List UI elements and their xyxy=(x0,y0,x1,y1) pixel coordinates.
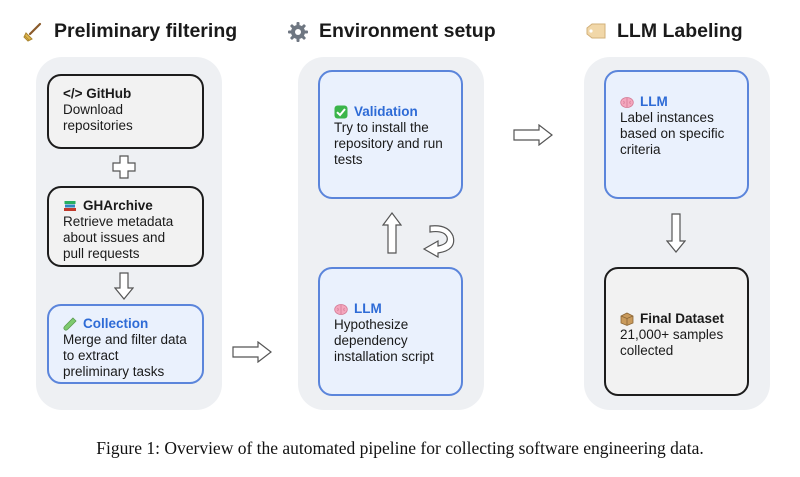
stage-title-text: Preliminary filtering xyxy=(54,20,238,42)
card-title: GHArchive xyxy=(83,198,153,213)
card-github: </> GitHub Download repositories xyxy=(47,74,204,149)
right-arrow-icon xyxy=(232,341,272,363)
card-body: Retrieve metadata about issues and pull … xyxy=(63,214,174,261)
figure-caption: Figure 1: Overview of the automated pipe… xyxy=(96,438,704,458)
down-arrow-icon xyxy=(666,213,686,253)
check-mark-icon xyxy=(334,105,348,119)
stage-title-llm-labeling: LLM Labeling xyxy=(585,20,743,43)
stage-title-preliminary-filtering: Preliminary filtering xyxy=(22,20,237,43)
label-tag-icon xyxy=(586,23,606,38)
card-title: Collection xyxy=(83,316,149,331)
plus-connector-icon xyxy=(112,155,136,179)
card-final-dataset: Final Dataset 21,000+ samples collected xyxy=(604,267,749,396)
card-body: Hypothesize dependency installation scri… xyxy=(334,317,434,364)
card-llm-setup: LLM Hypothesize dependency installation … xyxy=(318,267,463,396)
stage-title-text: Environment setup xyxy=(319,20,496,42)
card-validation: Validation Try to install the repository… xyxy=(318,70,463,199)
card-title: LLM xyxy=(354,301,382,316)
test-tube-icon xyxy=(63,317,77,331)
card-title: Validation xyxy=(354,104,418,119)
stage-title-text: LLM Labeling xyxy=(617,20,743,42)
gear-icon xyxy=(288,21,308,42)
brain-icon xyxy=(334,304,348,315)
card-title: LLM xyxy=(640,94,668,109)
card-body: Download repositories xyxy=(63,102,133,133)
loop-arrow-icon xyxy=(422,225,455,258)
card-body: Try to install the repository and run te… xyxy=(334,120,443,167)
card-title: Final Dataset xyxy=(640,311,725,326)
brain-icon xyxy=(620,97,634,108)
stage-title-environment-setup: Environment setup xyxy=(287,20,496,43)
right-arrow-icon xyxy=(513,124,553,146)
card-body: 21,000+ samples collected xyxy=(620,327,724,358)
card-title: </> GitHub xyxy=(63,86,132,101)
up-arrow-icon xyxy=(382,212,402,254)
down-arrow-icon xyxy=(114,272,134,300)
broom-icon xyxy=(23,22,42,42)
books-icon xyxy=(64,201,76,211)
card-collection: Collection Merge and filter data to extr… xyxy=(47,304,204,384)
card-gharchive: GHArchive Retrieve metadata about issues… xyxy=(47,186,204,267)
card-llm-label: LLM Label instances based on specific cr… xyxy=(604,70,749,199)
card-body: Merge and filter data to extract prelimi… xyxy=(63,332,187,379)
package-icon xyxy=(620,312,634,326)
card-body: Label instances based on specific criter… xyxy=(620,110,725,157)
